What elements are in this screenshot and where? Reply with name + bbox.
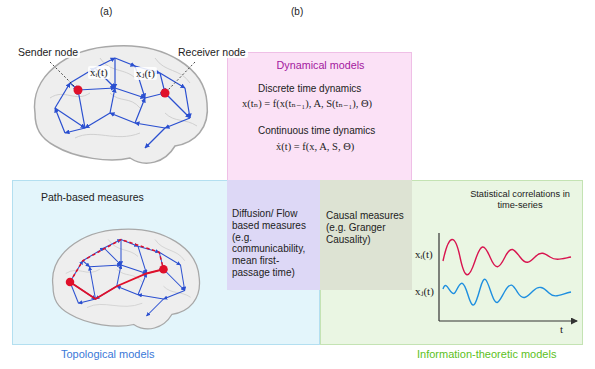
equation: ẋ(t) = f(x, A, S, Θ) xyxy=(276,141,354,153)
overlap-text: Diffusion/ Flow based measures (e.g. com… xyxy=(232,208,316,279)
text-holder: Path-based measures xyxy=(41,191,144,203)
signal-name: xⱼ(t) xyxy=(415,285,434,298)
equation: x(tₙ) = f(x(tₙ₋₁), A, S(tₙ₋₁), Θ) xyxy=(242,98,372,110)
receiver-dot xyxy=(161,89,170,98)
text-holder: Information-theoretic models xyxy=(417,348,556,361)
sender-dot xyxy=(74,86,83,95)
text-holder: (b) xyxy=(291,6,303,18)
text-holder: x(tₙ) = f(x(tₙ₋₁), A, S(tₙ₋₁), Θ) xyxy=(242,98,372,110)
callout-label: Receiver node xyxy=(176,46,248,58)
text-holder: (a) xyxy=(100,6,112,18)
text-holder: xᵢ(t) xyxy=(415,248,433,261)
text-holder: Diffusion/ Flow based measures (e.g. com… xyxy=(232,208,316,279)
sub-heading: Continuous time dynamics xyxy=(258,125,375,137)
overlap-region: Causal measures (e.g. Granger Causality) xyxy=(320,180,412,290)
leader-line xyxy=(168,62,195,90)
text-holder: Continuous time dynamics xyxy=(258,125,375,137)
text-holder: Causal measures (e.g. Granger Causality) xyxy=(326,210,408,245)
text-holder: Statistical correlations in time-series xyxy=(459,189,581,211)
text-holder: Sender node xyxy=(16,46,80,58)
leader-line xyxy=(50,62,75,87)
text-holder: xᵢ(t) xyxy=(88,66,110,79)
text-holder: Discrete time dynamics xyxy=(258,83,361,95)
overlap-text: Causal measures (e.g. Granger Causality) xyxy=(326,210,408,245)
panel-letter: (b) xyxy=(291,6,303,18)
text-holder: Receiver node xyxy=(176,46,248,58)
callout-label: Sender node xyxy=(16,46,80,58)
region-heading: Statistical correlations in time-series xyxy=(459,189,581,211)
region-title: Information-theoretic models xyxy=(417,348,556,361)
region-title: Dynamical models xyxy=(228,59,413,72)
text-holder: xⱼ(t) xyxy=(415,285,434,298)
panel-letter: (a) xyxy=(100,6,112,18)
text-holder: Dynamical models xyxy=(228,59,413,72)
text-holder: ẋ(t) = f(x, A, S, Θ) xyxy=(276,141,354,153)
signal-name: xᵢ(t) xyxy=(88,66,110,79)
text-holder: Topological models xyxy=(61,348,155,361)
region-heading: Path-based measures xyxy=(41,191,144,203)
overlap-region: Diffusion/ Flow based measures (e.g. com… xyxy=(227,180,320,290)
signal-name: xⱼ(t) xyxy=(134,67,157,80)
sub-heading: Discrete time dynamics xyxy=(258,83,361,95)
signal-name: xᵢ(t) xyxy=(415,248,433,261)
text-holder: xⱼ(t) xyxy=(134,67,157,80)
text-holder: t xyxy=(560,323,563,336)
axis-label: t xyxy=(560,323,563,336)
region-title: Topological models xyxy=(61,348,155,361)
